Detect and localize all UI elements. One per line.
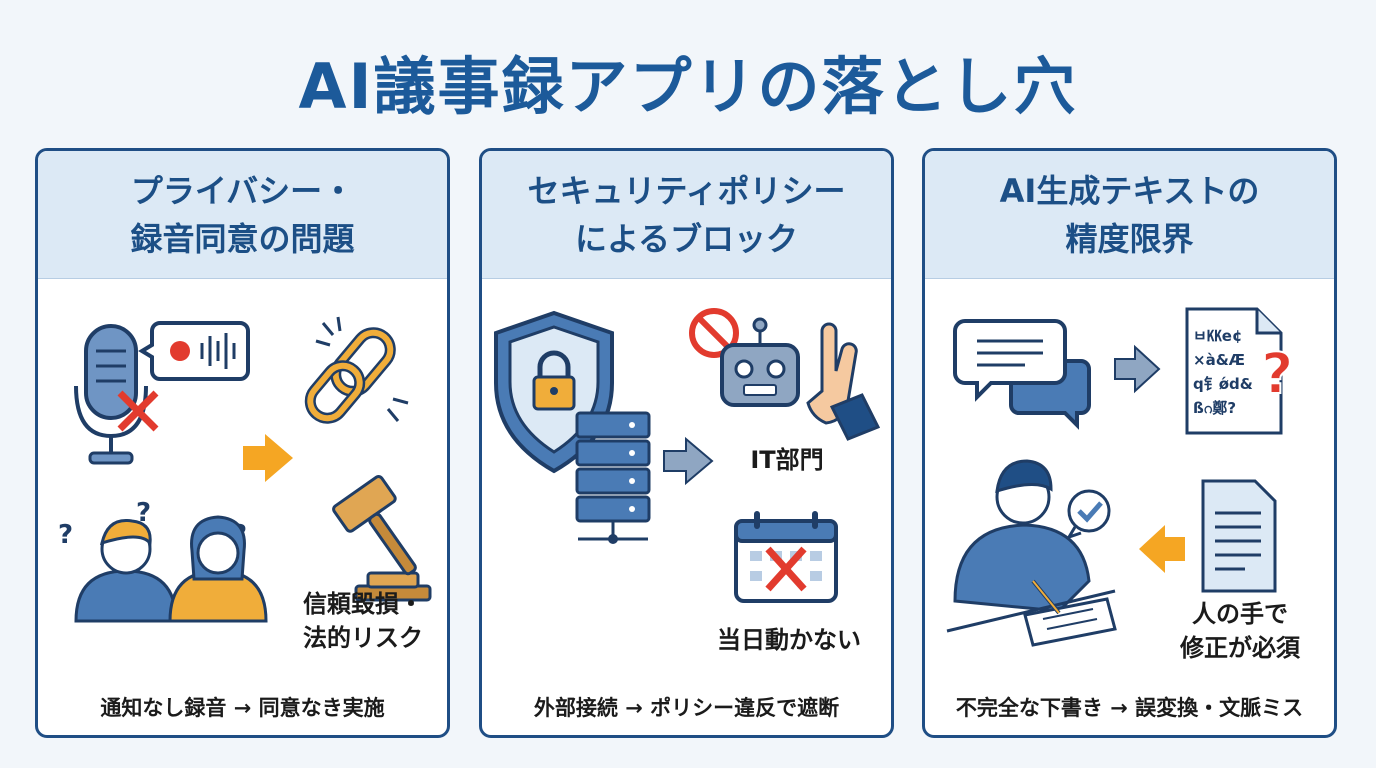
card-footer: 外部接続 → ポリシー違反で遮断 <box>533 696 840 720</box>
prohibited-icon <box>689 308 739 358</box>
risk-label-line1: 信頼毀損・ <box>303 590 423 618</box>
server-icon <box>575 411 651 544</box>
it-department-label: IT部門 <box>750 446 824 474</box>
fix-required-line1: 人の手で <box>1192 600 1288 628</box>
arrow-right-icon <box>1114 344 1161 394</box>
privacy-illustration: ? ? ? <box>58 316 432 623</box>
risk-label: 信頼毀損・ 法的リスク <box>288 587 438 655</box>
same-day-label: 当日動かない <box>717 626 861 654</box>
security-illustration <box>494 308 881 603</box>
microphone-icon <box>74 324 148 465</box>
card-header: セキュリティポリシー によるブロック <box>482 151 891 279</box>
card-heading-line1: セキュリティポリシー <box>527 171 846 210</box>
garbled-line-4: ßဂ鄭? <box>1193 399 1236 417</box>
garbled-line-2: ×à&Æ <box>1193 351 1245 369</box>
garbled-document-icon: ㅂ㏍e¢ ×à&Æ q钅ǿd& ßဂ鄭? <box>1185 307 1283 435</box>
confused-people-icon: ? ? ? <box>58 498 268 623</box>
chat-bubbles-icon <box>953 319 1091 430</box>
svg-text:?: ? <box>58 520 73 550</box>
risk-label-line2: 法的リスク <box>303 624 423 652</box>
card-privacy: プライバシー・ 録音同意の問題 <box>35 148 450 738</box>
check-bubble-icon <box>1065 489 1111 540</box>
card-heading-line2: によるブロック <box>574 219 799 258</box>
garbled-line-1: ㅂ㏍e¢ <box>1193 327 1242 345</box>
document-icon <box>1201 479 1277 593</box>
card-footer: 不完全な下書き → 誤変換・文脈ミス <box>955 696 1304 720</box>
calendar-x-icon <box>734 511 838 603</box>
card-header: プライバシー・ 録音同意の問題 <box>38 151 447 279</box>
broken-chain-icon <box>304 316 409 424</box>
x-mark-icon <box>117 390 159 432</box>
card-heading-line1: プライバシー・ <box>130 171 355 210</box>
card-heading-line2: 精度限界 <box>1065 219 1194 258</box>
person-writing-icon <box>946 459 1117 647</box>
card-accuracy: AI生成テキストの 精度限界 ㅂ㏍e¢ ×à&Æ q钅ǿd& ßဂ鄭? ? <box>922 148 1337 738</box>
arrow-right-icon <box>243 434 293 482</box>
fix-required-line2: 修正が必須 <box>1180 634 1300 662</box>
page-title: AI議事録アプリの落とし穴 <box>298 50 1078 123</box>
card-heading-line2: 録音同意の問題 <box>130 219 355 258</box>
svg-text:?: ? <box>136 498 151 528</box>
card-security: セキュリティポリシー によるブロック <box>479 148 894 738</box>
sound-wave-bubble-icon <box>138 321 250 381</box>
arrow-left-icon <box>1139 525 1185 573</box>
garbled-line-3: q钅ǿd& <box>1193 375 1253 393</box>
arrow-right-icon <box>663 436 714 486</box>
card-footer: 通知なし録音 → 同意なき実施 <box>100 696 385 720</box>
card-heading-line1: AI生成テキストの <box>999 171 1260 210</box>
gavel-icon <box>332 475 432 602</box>
robot-icon <box>720 317 800 407</box>
fix-required-label: 人の手で 修正が必須 <box>1165 597 1315 665</box>
stop-hand-icon <box>806 322 881 441</box>
card-header: AI生成テキストの 精度限界 <box>925 151 1334 279</box>
accuracy-illustration: ㅂ㏍e¢ ×à&Æ q钅ǿd& ßဂ鄭? ? <box>946 307 1294 647</box>
question-mark-icon: ? <box>1261 342 1293 407</box>
